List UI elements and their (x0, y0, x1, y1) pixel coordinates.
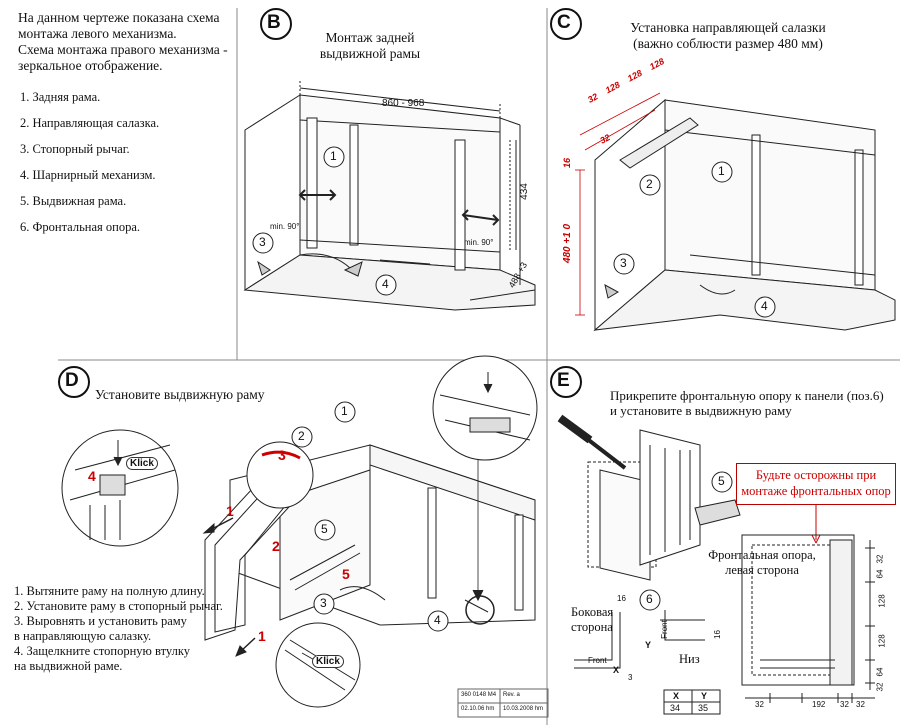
table-header-y: Y (701, 691, 708, 701)
dim-c-16: 16 (562, 157, 573, 169)
panel-d-steps: 1. Вытяните раму на полную длину. 2. Уст… (14, 584, 223, 673)
intro-text: На данном чертеже показана схема монтажа… (18, 10, 228, 73)
part-item-6: 6. Фронтальная опора. (20, 220, 141, 234)
dim-h-192: 192 (812, 700, 826, 709)
part-item-1: 1. Задняя рама. (20, 90, 101, 104)
dim-height: 434 (518, 183, 530, 200)
red-step-2: 2 (272, 538, 280, 554)
table-header-x: X (673, 691, 680, 701)
dim-min-left: min. 90° (270, 222, 300, 231)
zoom-circle-step3 (246, 441, 314, 509)
support-label: Фронтальная опора, левая сторона (708, 548, 816, 577)
dim-v-64a: 64 (875, 569, 885, 579)
klick-label-bottom: Klick (312, 655, 344, 668)
bottom-label: Низ (679, 652, 700, 666)
part-item-5: 5. Выдвижная рама. (20, 194, 127, 208)
callout-circles (252, 146, 776, 632)
table-value-x: 34 (670, 703, 681, 713)
dim-min-right: min. 90° (464, 238, 494, 247)
dim-v-32b: 32 (875, 682, 885, 692)
dim-h-32a: 32 (755, 700, 764, 709)
callout-c-4: 4 (761, 299, 768, 313)
callout-d-4: 4 (434, 613, 441, 627)
callout-b-3: 3 (259, 235, 266, 249)
panel-e-drawing (557, 414, 741, 715)
red-step-1-bottom: 1 (258, 628, 266, 644)
table-value-y: 35 (698, 703, 709, 713)
zoom-klick-top-detail (69, 440, 176, 540)
dim-width: 860 - 968 (382, 98, 425, 109)
part-item-3: 3. Стопорный рычаг. (20, 142, 130, 156)
callout-d-1: 1 (341, 404, 348, 418)
dim-h-32c: 32 (856, 700, 865, 709)
panel-letter-c: C (557, 12, 571, 33)
red-step-5: 5 (342, 566, 350, 582)
title-block-line1: 360 0148 M4 (461, 692, 497, 698)
panel-e-title: Прикрепите фронтальную опору к панели (п… (610, 388, 884, 418)
dim-e-16b: 16 (712, 630, 722, 639)
panel-e-support-detail (741, 505, 875, 703)
zoom-marker-lower (465, 595, 495, 625)
zoom-circle-top-right (432, 355, 538, 461)
dim-e-16a: 16 (617, 594, 626, 603)
dim-e-3: 3 (628, 673, 633, 682)
rotate-arrow (261, 450, 301, 460)
panel-letter-e: E (557, 370, 570, 391)
front-label-2: Front (659, 620, 669, 639)
callout-c-1: 1 (718, 164, 725, 178)
front-label-1: Front (588, 656, 607, 665)
klick-label-top: Klick (126, 457, 158, 470)
panel-b-cabinet (243, 80, 536, 311)
title-block-line3: Rev. a (503, 692, 520, 698)
side-label: Боковая сторона (571, 605, 614, 634)
red-step-4: 4 (88, 468, 96, 484)
zoom-top-right-detail (439, 372, 531, 441)
title-block-line2: 02.10.06 hm (461, 706, 495, 712)
callout-b-4: 4 (382, 277, 389, 291)
red-step-1-top: 1 (226, 503, 234, 519)
dim-e-y: Y (645, 640, 652, 650)
callout-c-2: 2 (646, 177, 653, 191)
callout-e-5: 5 (718, 474, 725, 488)
callout-d-3: 3 (320, 596, 327, 610)
callout-e-6: 6 (646, 592, 653, 606)
panel-letter-d: D (65, 370, 79, 391)
red-step-3: 3 (278, 447, 286, 463)
dim-h-32b: 32 (840, 700, 849, 709)
dim-v-128b: 128 (877, 634, 887, 648)
callout-b-1: 1 (330, 149, 337, 163)
callout-d-2: 2 (298, 429, 305, 443)
callout-d-5: 5 (321, 522, 328, 536)
panel-c-cabinet (575, 92, 896, 332)
title-block-line4: 10.03.2008 hm (503, 706, 544, 712)
warning-box: Будьте осторожны при монтаже фронтальных… (736, 463, 896, 505)
dim-v-128a: 128 (877, 594, 887, 608)
part-item-4: 4. Шарнирный механизм. (20, 168, 156, 182)
callout-c-3: 3 (620, 256, 627, 270)
dim-v-64b: 64 (875, 667, 885, 677)
panel-letter-circles (58, 8, 582, 398)
panel-c-title: Установка направляющей салазки (важно со… (630, 20, 826, 51)
part-item-2: 2. Направляющая салазка. (20, 116, 160, 130)
panel-b-title: Монтаж задней выдвижной рамы (319, 30, 421, 61)
panel-letter-b: B (267, 12, 281, 33)
panel-d-title: Установите выдвижную раму (95, 387, 265, 402)
dim-v-32a: 32 (875, 554, 885, 564)
dim-c-480: 480 +1 0 (562, 223, 574, 264)
dim-e-x: X (613, 665, 620, 675)
